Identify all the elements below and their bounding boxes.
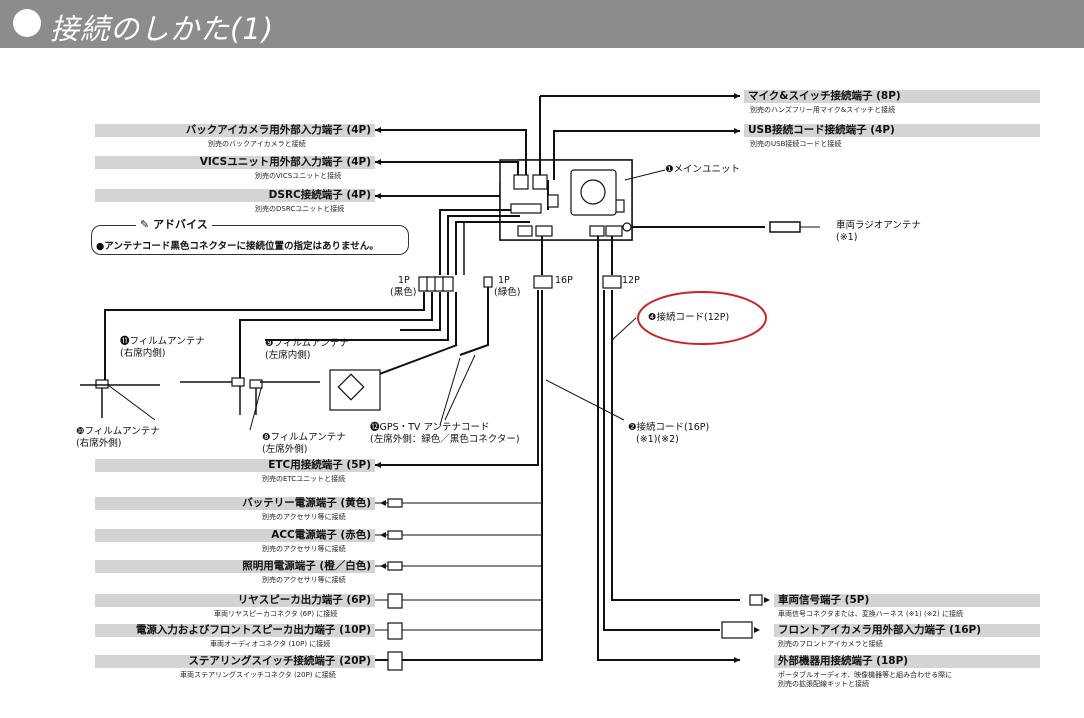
port-steering-switch-sub: 車両ステアリングスイッチコネクタ (20P) に接続	[180, 671, 336, 679]
advice-title: ✎ アドバイス	[136, 216, 212, 232]
title-bar: 接続のしかた(1)	[0, 0, 1084, 48]
cord-12p-label: ❹接続コード(12P)	[648, 312, 730, 323]
port-vehicle-signal-sub: 車両信号コネクタまたは、変換ハーネス (※1) (※2) に接続	[778, 610, 963, 618]
gps-tv-pos: (左席外側：緑色／黒色コネクター)	[370, 434, 520, 445]
port-vehicle-signal: 車両信号端子 (5P)	[774, 594, 1040, 607]
film-left-outer-pos: (左席外側)	[262, 444, 308, 455]
gps-tv-name: ⓬GPS・TV アンテナコード	[370, 422, 490, 433]
port-rear-speaker: リヤスピーカ出力端子 (6P)	[95, 594, 375, 607]
black-1p-color: (黒色)	[390, 287, 417, 298]
film-right-inner-pos: (右席内側)	[120, 348, 166, 359]
port-mic-switch: マイク&スイッチ接続端子 (8P)	[744, 90, 1040, 103]
port-etc-sub: 別売のETCユニットと接続	[262, 475, 346, 483]
main-unit-label: ❶メインユニット	[665, 164, 741, 175]
port-power-front-speaker: 電源入力およびフロントスピーカ出力端子 (10P)	[95, 624, 375, 637]
port-power-front-speaker-sub: 車両オーディオコネクタ (10P) に接続	[210, 640, 331, 648]
port-illumination-sub: 別売のアクセサリ等に接続	[262, 576, 346, 584]
port-usb-sub: 別売のUSB接続コードと接続	[750, 140, 842, 148]
film-left-outer-name: ❽フィルムアンテナ	[262, 432, 346, 443]
port-mic-switch-sub: 別売のハンズフリー用マイク&スイッチと接続	[750, 106, 896, 114]
advice-icon: ✎	[140, 218, 150, 231]
highlight-ellipse	[637, 291, 767, 345]
port-external-device: 外部機器用接続端子 (18P)	[774, 655, 1040, 668]
port-steering-switch: ステアリングスイッチ接続端子 (20P)	[95, 655, 375, 668]
film-right-outer-pos: (右席外側)	[76, 438, 122, 449]
connector-16p: 16P	[555, 275, 573, 286]
page-title: 接続のしかた(1)	[50, 12, 275, 46]
port-vics-sub: 別売のVICSユニットと接続	[255, 172, 342, 180]
port-acc: ACC電源端子 (赤色)	[95, 529, 375, 542]
port-usb: USB接続コード接続端子 (4P)	[744, 124, 1040, 137]
film-left-inner-name: ❾フィルムアンテナ	[265, 338, 349, 349]
port-battery: バッテリー電源端子 (黄色)	[95, 497, 375, 510]
port-front-eye-camera: フロントアイカメラ用外部入力端子 (16P)	[774, 624, 1040, 637]
port-front-eye-camera-sub: 別売のフロントアイカメラと接続	[778, 640, 883, 648]
cord-16p-note: (※1)(※2)	[636, 434, 679, 445]
radio-antenna-note: (※1)	[836, 232, 858, 243]
port-backeye-camera: バックアイカメラ用外部入力端子 (4P)	[95, 124, 375, 137]
port-illumination: 照明用電源端子 (橙／白色)	[95, 560, 375, 573]
port-etc: ETC用接続端子 (5P)	[95, 459, 375, 472]
port-external-device-sub: ポータブルオーディオ、映像機器等と組み合わせる際に	[778, 671, 953, 679]
film-right-inner-name: ⓫フィルムアンテナ	[120, 336, 205, 347]
port-rear-speaker-sub: 車両リヤスピーカコネクタ (6P) に接続	[214, 610, 338, 618]
title-bullet-icon	[13, 9, 41, 37]
port-backeye-camera-sub: 別売のバックアイカメラと接続	[208, 140, 306, 148]
port-battery-sub: 別売のアクセサリ等に接続	[262, 513, 346, 521]
port-vics: VICSユニット用外部入力端子 (4P)	[95, 156, 375, 169]
connector-12p: 12P	[622, 275, 640, 286]
port-dsrc: DSRC接続端子 (4P)	[95, 189, 375, 202]
port-external-device-sub2: 別売の拡張配線キットと接続	[778, 680, 869, 688]
film-right-outer-name: ❿フィルムアンテナ	[76, 426, 160, 437]
film-left-inner-pos: (左席内側)	[265, 350, 311, 361]
port-acc-sub: 別売のアクセサリ等に接続	[262, 545, 346, 553]
black-1p-count: 1P	[398, 275, 410, 286]
green-1p-color: (緑色)	[494, 287, 521, 298]
port-dsrc-sub: 別売のDSRCユニットと接続	[255, 205, 345, 213]
cord-16p-label: ❷接続コード(16P)	[628, 422, 710, 433]
advice-text: ●アンテナコード黒色コネクターに接続位置の指定はありません。	[96, 241, 379, 252]
green-1p-count: 1P	[498, 275, 510, 286]
radio-antenna-label: 車両ラジオアンテナ	[836, 220, 921, 231]
